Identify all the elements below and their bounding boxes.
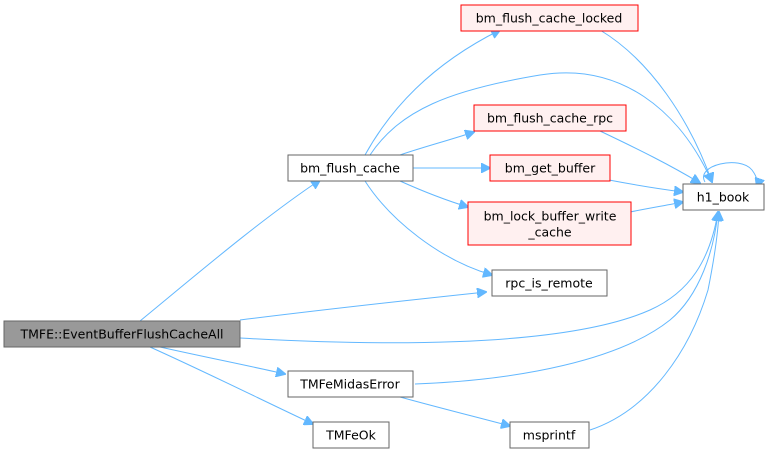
node-h1-book[interactable]: h1_book xyxy=(682,183,765,211)
node-msprintf[interactable]: msprintf xyxy=(509,421,590,449)
node-rpc-is-remote[interactable]: rpc_is_remote xyxy=(491,269,608,297)
node-bm-flush-cache-locked[interactable]: bm_flush_cache_locked xyxy=(460,4,639,32)
svg-text:bm_lock_buffer_write: bm_lock_buffer_write xyxy=(484,209,617,224)
edge-bm-flush-cache-to-bm-flush-cache-locked xyxy=(364,30,500,156)
edge-bm-flush-cache-to-rpc-is-remote xyxy=(364,180,492,275)
node-bm-lock-buffer-write-cache[interactable]: bm_lock_buffer_write _cache xyxy=(467,201,632,246)
edge-bm-flush-cache-to-bm-flush-cache-rpc xyxy=(399,132,474,156)
edge-tmfemidaserror-to-msprintf xyxy=(399,396,510,426)
edge-root-to-rpc-is-remote xyxy=(239,292,486,321)
edge-bm-flush-cache-to-bm-lock-buffer-write-cache xyxy=(399,180,468,207)
svg-text:h1_book: h1_book xyxy=(697,190,750,205)
edge-bm-flush-cache-to-h1-book xyxy=(369,72,712,182)
node-bm-flush-cache-rpc[interactable]: bm_flush_cache_rpc xyxy=(473,104,627,132)
svg-text:bm_flush_cache_locked: bm_flush_cache_locked xyxy=(476,11,623,26)
edge-root-to-tmfemidaserror xyxy=(159,346,285,374)
node-bm-flush-cache[interactable]: bm_flush_cache xyxy=(287,154,414,182)
svg-text:rpc_is_remote: rpc_is_remote xyxy=(505,276,593,291)
edge-h1-book-self-loop xyxy=(703,162,758,187)
svg-text:TMFE::EventBufferFlushCacheAll: TMFE::EventBufferFlushCacheAll xyxy=(19,327,223,342)
edge-bm-flush-cache-rpc-to-h1-book xyxy=(599,130,700,183)
node-tmfeok[interactable]: TMFeOk xyxy=(312,421,390,449)
edge-root-to-h1-book xyxy=(239,212,718,344)
svg-text:_cache: _cache xyxy=(527,225,572,240)
node-tmfemidaserror[interactable]: TMFeMidasError xyxy=(287,370,414,398)
svg-text:bm_get_buffer: bm_get_buffer xyxy=(505,161,596,176)
edge-root-to-bm-flush-cache xyxy=(139,180,320,322)
svg-text:bm_flush_cache: bm_flush_cache xyxy=(300,161,400,176)
node-tmfe-eventbufferflushcacheall[interactable]: TMFE::EventBufferFlushCacheAll xyxy=(3,320,241,348)
edge-root-to-tmfeok xyxy=(149,346,313,424)
node-bm-get-buffer[interactable]: bm_get_buffer xyxy=(489,154,611,182)
svg-text:msprintf: msprintf xyxy=(523,428,576,443)
edge-bm-lock-buffer-write-cache-to-h1-book xyxy=(629,202,683,213)
edge-bm-get-buffer-to-h1-book xyxy=(608,179,683,192)
svg-text:bm_flush_cache_rpc: bm_flush_cache_rpc xyxy=(487,111,613,126)
edge-bm-flush-cache-locked-to-h1-book xyxy=(599,29,712,182)
edge-msprintf-to-h1-book xyxy=(589,212,719,431)
svg-text:TMFeOk: TMFeOk xyxy=(325,428,376,443)
edge-tmfemidaserror-to-h1-book xyxy=(414,212,718,385)
svg-text:TMFeMidasError: TMFeMidasError xyxy=(299,377,400,392)
edges xyxy=(139,29,758,431)
